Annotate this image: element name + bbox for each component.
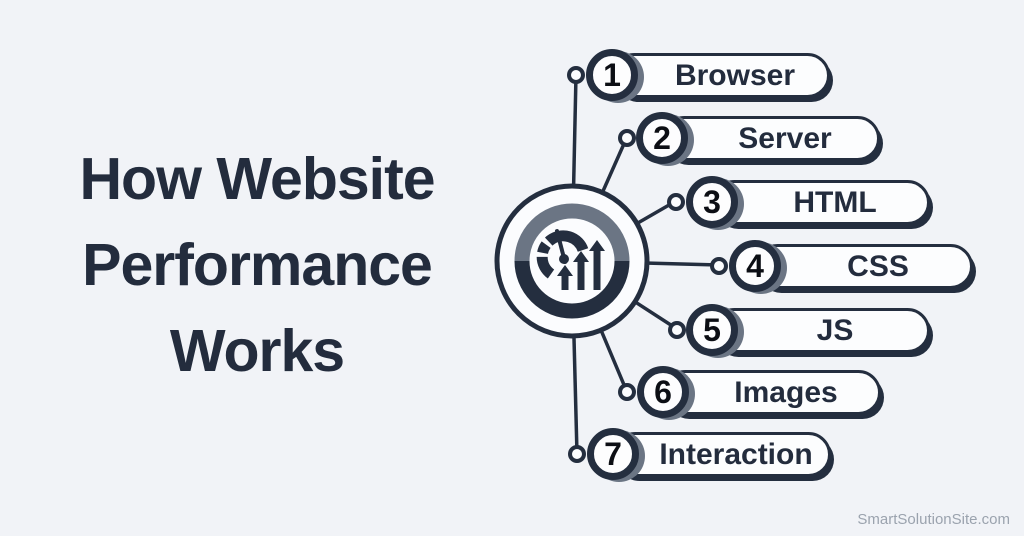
step-number: 4: [746, 248, 764, 284]
step-pill: CSS: [755, 244, 973, 289]
step-pill: Images: [663, 370, 881, 415]
connector-dot: [618, 129, 636, 147]
title-line-3: Works: [169, 318, 345, 384]
connector-dot: [710, 257, 728, 275]
step-pill: HTML: [712, 180, 930, 225]
arrow-up-icon: [557, 265, 573, 290]
title-line-2: Performance: [82, 232, 433, 298]
step-number: 1: [603, 57, 621, 93]
step-number-badge: 4: [729, 240, 781, 292]
step-number: 2: [653, 120, 671, 156]
step-label: Server: [738, 121, 832, 155]
connector-dot: [668, 321, 686, 339]
step-label: Images: [734, 375, 838, 409]
step-number-badge: 7: [587, 428, 639, 480]
connector-dot: [618, 383, 636, 401]
step-label: JS: [816, 313, 854, 347]
step-label: HTML: [793, 185, 877, 219]
watermark: SmartSolutionSite.com: [857, 511, 1010, 528]
step-label: Browser: [674, 58, 796, 92]
arrow-up-icon: [573, 251, 589, 290]
step-number: 3: [703, 184, 721, 220]
step-number-badge: 5: [686, 304, 738, 356]
step-label: CSS: [847, 249, 909, 283]
connector-dot: [568, 445, 586, 463]
step-pill: Interaction: [613, 432, 831, 477]
connector-dot: [667, 193, 685, 211]
step-number-badge: 1: [586, 49, 638, 101]
title-line-1: How Website: [79, 146, 435, 212]
arrow-up-icon: [589, 240, 605, 290]
step-pill: JS: [712, 308, 930, 353]
hub-circle: [494, 183, 650, 339]
performance-gauge-icon: [536, 229, 605, 290]
page-title: How Website Performance Works: [20, 136, 494, 394]
step-pill: Browser: [612, 53, 830, 98]
step-label: Interaction: [659, 437, 813, 471]
step-number-badge: 3: [686, 176, 738, 228]
step-number: 6: [654, 374, 672, 410]
connector-dot: [567, 66, 585, 84]
step-number: 7: [604, 436, 622, 472]
step-number-badge: 2: [636, 112, 688, 164]
step-number-badge: 6: [637, 366, 689, 418]
step-number: 5: [703, 312, 721, 348]
step-pill: Server: [662, 116, 880, 161]
